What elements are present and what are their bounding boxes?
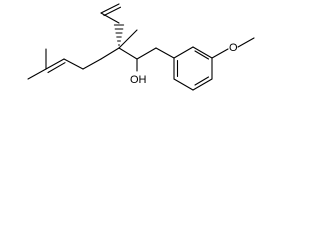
hydroxyl-label: OH bbox=[130, 74, 147, 86]
methoxy-oxygen-label: O bbox=[229, 42, 238, 54]
bond-oxygen-to-methyl bbox=[237, 37, 255, 48]
bond-chain-2 bbox=[82, 58, 102, 70]
bond-carbinol-to-benzyl bbox=[136, 47, 157, 60]
bond-benzyl-to-ring bbox=[155, 47, 175, 59]
bond-chain-3 bbox=[100, 47, 120, 60]
benzene-ring bbox=[173, 46, 213, 91]
bond-left-methyl bbox=[27, 68, 47, 80]
bond-methyl-on-quaternary bbox=[118, 29, 138, 49]
bond-vinyl-2 bbox=[100, 3, 120, 14]
bond-vinyl-2-double bbox=[103, 6, 122, 17]
bond-chain-1 bbox=[63, 58, 84, 70]
bond-to-carbinol bbox=[118, 47, 138, 60]
hashed-wedge-bond bbox=[113, 24, 125, 46]
bond-alkene bbox=[45, 58, 65, 70]
bond-alkene-second-line bbox=[47, 62, 66, 74]
bond-vinyl-1 bbox=[100, 12, 120, 24]
bond-ring-to-oxygen bbox=[211, 48, 229, 59]
chemical-structure: OH O bbox=[27, 3, 255, 91]
